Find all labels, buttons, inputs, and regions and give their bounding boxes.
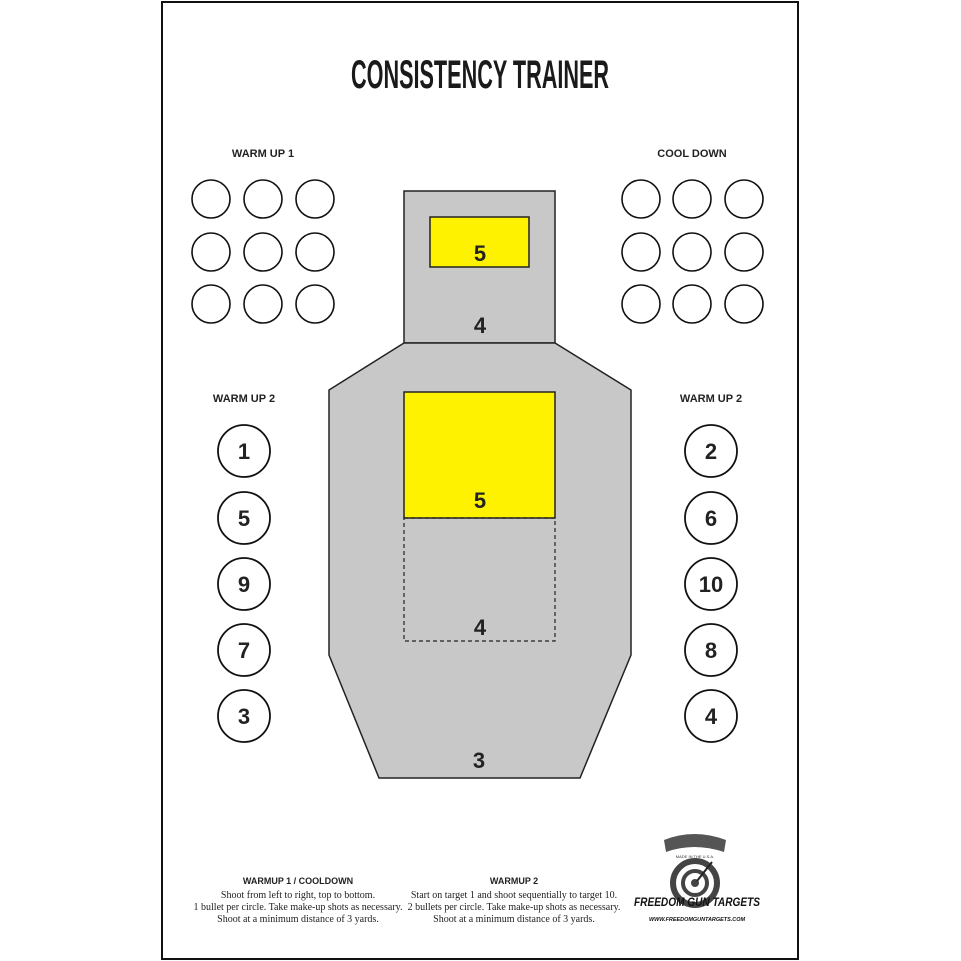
instruction-heading: WARMUP 1 / COOLDOWN [243,876,353,886]
target-circle [295,179,335,219]
target-number: 5 [238,506,250,531]
instruction-line: 2 bullets per circle. Take make-up shots… [408,902,621,913]
score-head: 4 [474,313,487,338]
arrow-icon [696,861,713,882]
target-circle [672,284,712,324]
instruction-line: Shoot from left to right, top to bottom. [221,890,375,901]
bullseye-ring [681,869,709,897]
target-circle [295,284,335,324]
score-chest-box: 5 [474,488,486,513]
score-head-box: 5 [474,241,486,266]
instruction-line: Shoot at a minimum distance of 3 yards. [433,914,595,925]
numbered-target-circle [684,424,738,478]
target-circle [243,179,283,219]
score-body: 3 [473,748,485,773]
numbered-target-circle [217,623,271,677]
numbered-target-circle [684,689,738,743]
bullseye-icon [670,858,720,908]
target-circle [191,232,231,272]
target-number: 7 [238,638,250,663]
warm-up-2-left-label: WARM UP 2 [213,393,275,405]
head-scoring-box [429,216,530,268]
warm-up-2-left-circles: 1 5 9 7 3 [217,424,271,743]
chest-scoring-box [403,391,556,519]
target-number: 10 [699,572,723,597]
flag-banner-icon [664,834,726,852]
logo-tagline: MADE IN THE U.S.A. [676,854,714,859]
instruction-line: Shoot at a minimum distance of 3 yards. [217,914,379,925]
brand-logo: MADE IN THE U.S.A. FREEDOM GUN TARGETS W… [634,834,760,923]
warm-up-2-right-label: WARM UP 2 [680,393,742,405]
numbered-target-circle [684,557,738,611]
target-circle [621,179,661,219]
target-circle [672,232,712,272]
numbered-target-circle [217,689,271,743]
silhouette-target: 5 4 5 4 3 [328,190,632,779]
target-number: 3 [238,704,250,729]
instruction-heading: WARMUP 2 [490,876,538,886]
target-circle [243,232,283,272]
instructions-warmup1: WARMUP 1 / COOLDOWN Shoot from left to r… [194,876,403,925]
target-circle [672,179,712,219]
target-circle [191,284,231,324]
target-circle [621,232,661,272]
logo-brand: FREEDOM GUN TARGETS [634,895,760,909]
target-number: 4 [705,704,718,729]
target-circle [621,284,661,324]
numbered-target-circle [217,491,271,545]
target-number: 2 [705,439,717,464]
warm-up-1-circles [191,179,335,324]
target-circle [295,232,335,272]
chest-lower-zone [403,517,556,642]
target-circle [191,179,231,219]
target-number: 1 [238,439,250,464]
numbered-target-circle [217,424,271,478]
target-number: 6 [705,506,717,531]
warm-up-1-label: WARM UP 1 [232,148,294,160]
score-chest-lower: 4 [474,615,487,640]
numbered-target-circle [684,491,738,545]
instruction-line: Start on target 1 and shoot sequentially… [411,890,617,901]
numbered-target-circle [684,623,738,677]
numbered-target-circle [217,557,271,611]
target-number: 8 [705,638,717,663]
target-circle [243,284,283,324]
page-title: CONSISTENCY TRAINER [351,53,609,97]
cool-down-label: COOL DOWN [657,148,727,160]
instructions-warmup2: WARMUP 2 Start on target 1 and shoot seq… [408,876,621,925]
instruction-line: 1 bullet per circle. Take make-up shots … [194,902,403,913]
logo-url: WWW.FREEDOMGUNTARGETS.COM [649,917,745,923]
warm-up-2-right-circles: 2 6 10 8 4 [684,424,738,743]
cool-down-circles [621,179,764,324]
target-circle [724,284,764,324]
target-number: 9 [238,572,250,597]
target-circle [724,179,764,219]
target-circle [724,232,764,272]
